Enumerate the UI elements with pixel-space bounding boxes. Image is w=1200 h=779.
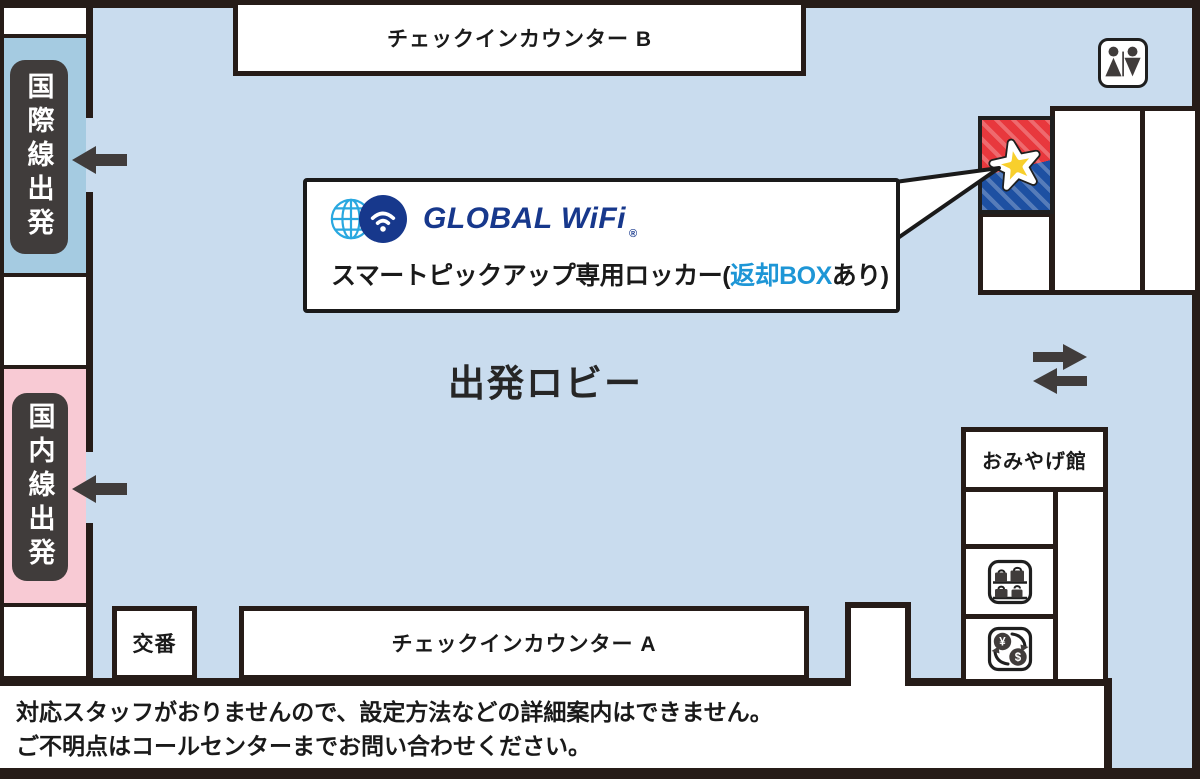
locker-location-marker <box>978 116 1054 214</box>
locker-callout: GLOBAL WiFi ® スマートピックアップ専用ロッカー(返却BOXあり) <box>303 178 900 313</box>
omiyage-hall: おみやげ館 <box>961 427 1108 492</box>
footnote-line1: 対応スタッフがおりませんので、設定方法などの詳細案内はできません。 <box>16 699 773 725</box>
checkin-counter-b-label: チェックインカウンター B <box>387 28 652 51</box>
footnote-line2: ご不明点はコールセンターまでお問い合わせください。 <box>16 733 591 759</box>
checkin-counter-b: チェックインカウンター B <box>233 0 806 76</box>
checkin-counter-a: チェックインカウンター A <box>239 606 809 680</box>
bottom-wall <box>0 768 1200 779</box>
callout-pointer <box>893 166 1001 242</box>
svg-text:¥: ¥ <box>999 637 1006 649</box>
left-room-bottom <box>4 607 86 676</box>
police-box-label: 交番 <box>132 633 177 656</box>
domestic-exit-arrow-icon <box>72 475 127 503</box>
currency-exchange-icon: ¥ $ <box>987 626 1032 672</box>
departure-lobby-title: 出発ロビー <box>448 363 643 404</box>
locker-callout-text: スマートピックアップ専用ロッカー(返却BOXあり) <box>331 256 889 292</box>
domestic-departure-label: 国内線出発 <box>12 393 68 581</box>
omiyage-corridor <box>1053 487 1108 684</box>
police-box: 交番 <box>112 606 197 680</box>
escalator-arrows-icon <box>1033 344 1087 394</box>
omiyage-hall-label: おみやげ館 <box>982 451 1087 473</box>
callout-text-post: あり) <box>831 262 889 290</box>
checkin-counter-a-label: チェックインカウンター A <box>391 633 657 656</box>
star-marker-icon <box>988 138 1041 192</box>
wifi-icon <box>359 195 407 243</box>
right-corridor-floor <box>1112 676 1192 768</box>
coin-locker-room <box>961 544 1058 619</box>
international-departure-label: 国際線出発 <box>10 60 68 254</box>
callout-text-highlight: 返却BOX <box>730 262 832 290</box>
entrance-opening <box>851 608 905 692</box>
top-right-room-a <box>1050 106 1145 295</box>
registered-mark: ® <box>629 228 638 240</box>
omiyage-room-empty <box>961 487 1058 549</box>
footnote: 対応スタッフがおりませんので、設定方法などの詳細案内はできません。 ご不明点はコ… <box>16 695 773 763</box>
currency-exchange-room: ¥ $ <box>961 614 1058 684</box>
left-room-top <box>4 8 86 34</box>
svg-text:$: $ <box>1014 652 1021 664</box>
global-wifi-logo: GLOBAL WiFi ® <box>329 195 637 243</box>
locker-adjacent-room <box>978 212 1054 295</box>
restroom-icon <box>1098 38 1148 88</box>
international-exit-arrow-icon <box>72 146 127 174</box>
coin-locker-icon <box>987 559 1032 604</box>
top-right-room-b <box>1140 106 1200 295</box>
callout-text-pre: スマートピックアップ専用ロッカー( <box>331 262 731 290</box>
brand-name: GLOBAL WiFi <box>423 202 626 235</box>
left-room-middle <box>4 277 86 365</box>
